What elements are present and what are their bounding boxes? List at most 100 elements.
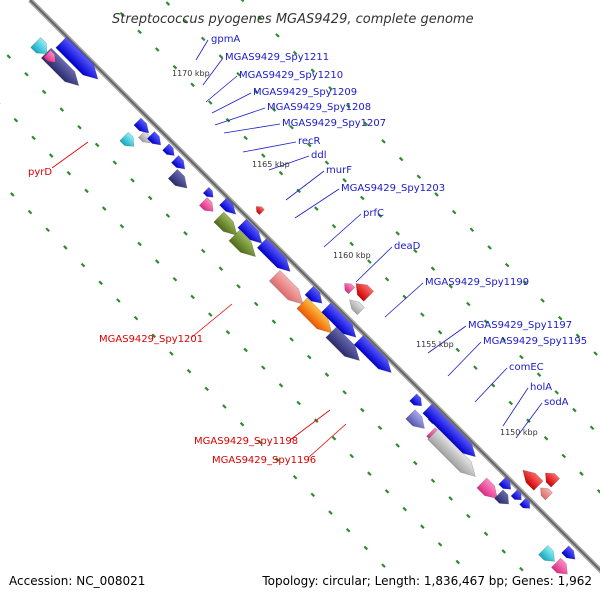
reverse-gene-arrow[interactable]	[541, 469, 561, 488]
tick-dot	[208, 312, 213, 317]
gene-label-spy1208[interactable]: MGAS9429_Spy1208	[267, 102, 371, 113]
forward-gene-arrow[interactable]	[476, 477, 502, 503]
tick-dot	[398, 156, 404, 162]
tick-dot	[420, 524, 425, 529]
tick-dot	[377, 425, 383, 431]
forward-gene-arrow[interactable]	[296, 297, 337, 338]
tick-dot	[596, 489, 600, 494]
reverse-gene-arrow[interactable]	[518, 466, 544, 491]
tick-dot	[24, 71, 29, 77]
tick-dot	[430, 266, 436, 271]
gene-label-spy1210[interactable]: MGAS9429_Spy1210	[239, 70, 343, 81]
reverse-gene-arrow[interactable]	[346, 296, 365, 316]
gene-label-spy1203[interactable]: MGAS9429_Spy1203	[341, 183, 445, 194]
gene-label-murF[interactable]: murF	[326, 165, 352, 176]
tick-dot	[508, 400, 514, 406]
forward-gene-arrow[interactable]	[498, 476, 515, 493]
tick-dot	[381, 139, 386, 144]
forward-gene-arrow[interactable]	[133, 117, 152, 136]
gene-label-spy1201[interactable]: MGAS9429_Spy1201	[99, 334, 203, 345]
gene-label-spy1195[interactable]: MGAS9429_Spy1195	[483, 336, 587, 347]
gene-label-spy1196[interactable]: MGAS9429_Spy1196	[212, 455, 316, 466]
tick-dot	[172, 64, 178, 70]
forward-gene-arrow[interactable]	[256, 238, 294, 276]
gene-label-spy1197[interactable]: MGAS9429_Spy1197	[468, 320, 572, 331]
gene-label-ddl[interactable]: ddl	[311, 150, 326, 161]
forward-gene-arrow[interactable]	[170, 155, 188, 173]
forward-gene-arrow[interactable]	[561, 545, 579, 563]
forward-gene-arrow[interactable]	[228, 229, 261, 262]
tick-dot	[589, 425, 595, 431]
tick-dot	[31, 135, 36, 141]
forward-gene-arrow[interactable]	[138, 130, 153, 146]
gene-label-spy1198[interactable]: MGAS9429_Spy1198	[194, 436, 298, 447]
forward-gene-arrow[interactable]	[162, 143, 178, 159]
forward-gene-arrow[interactable]	[405, 409, 429, 433]
label-leader-line	[223, 123, 281, 134]
gene-label-spy1211[interactable]: MGAS9429_Spy1211	[225, 52, 329, 63]
tick-dot	[6, 54, 12, 59]
forward-gene-arrow[interactable]	[202, 186, 216, 200]
forward-gene-arrow[interactable]	[146, 131, 164, 149]
gene-label-spy1207[interactable]: MGAS9429_Spy1207	[282, 118, 386, 129]
gene-label-pyrD[interactable]: pyrD	[28, 167, 52, 178]
forward-gene-arrow[interactable]	[427, 428, 481, 482]
genome-title: Streptococcus pyogenes MGAS9429, complet…	[112, 12, 474, 27]
forward-gene-arrow[interactable]	[55, 36, 103, 84]
genome-backbone	[28, 0, 600, 574]
label-leader-line	[191, 303, 233, 338]
gene-label-comEC[interactable]: comEC	[509, 362, 544, 373]
forward-gene-arrow[interactable]	[422, 403, 480, 461]
gene-label-recR[interactable]: recR	[298, 136, 321, 147]
forward-gene-arrow[interactable]	[321, 302, 361, 342]
forward-gene-arrow[interactable]	[213, 211, 242, 240]
tick-dot	[59, 107, 65, 112]
tick-dot	[543, 436, 549, 441]
tick-dot	[342, 390, 347, 395]
forward-gene-arrow[interactable]	[538, 545, 560, 566]
forward-gene-arrow[interactable]	[551, 557, 572, 579]
forward-gene-arrow[interactable]	[30, 37, 52, 58]
tick-dot	[473, 365, 478, 370]
forward-gene-arrow[interactable]	[268, 270, 308, 309]
tick-dot	[190, 82, 195, 88]
label-leader-line	[515, 402, 543, 439]
forward-gene-arrow[interactable]	[42, 49, 59, 66]
forward-gene-arrow[interactable]	[119, 131, 138, 150]
forward-gene-arrow[interactable]	[325, 326, 365, 366]
reverse-gene-arrow[interactable]	[537, 484, 553, 501]
gene-label-sodA[interactable]: sodA	[544, 397, 569, 408]
tick-dot	[306, 142, 312, 148]
forward-gene-arrow[interactable]	[519, 497, 533, 511]
gene-label-holA[interactable]: holA	[530, 382, 552, 393]
gene-label-spy1199[interactable]: MGAS9429_Spy1199	[425, 277, 529, 288]
tick-dot	[48, 153, 54, 158]
tick-dot	[501, 549, 506, 554]
forward-gene-arrow[interactable]	[409, 393, 426, 410]
tick-dot	[204, 386, 210, 392]
forward-gene-arrow[interactable]	[353, 335, 396, 377]
forward-gene-arrow[interactable]	[494, 489, 513, 508]
reverse-gene-arrow[interactable]	[254, 204, 265, 216]
gene-label-prfC[interactable]: prfC	[363, 208, 384, 219]
forward-gene-arrow[interactable]	[237, 218, 266, 247]
gene-label-spy1209[interactable]: MGAS9429_Spy1209	[253, 87, 357, 98]
tick-dot	[147, 195, 153, 201]
forward-gene-arrow[interactable]	[198, 197, 217, 216]
tick-dot	[395, 231, 400, 236]
forward-gene-arrow[interactable]	[510, 489, 524, 503]
forward-gene-arrow[interactable]	[219, 197, 240, 218]
forward-gene-arrow[interactable]	[167, 168, 191, 192]
gene-label-gpmA[interactable]: gpmA	[211, 34, 240, 45]
tick-dot	[466, 513, 471, 519]
label-leader-line	[307, 423, 347, 459]
reverse-gene-arrow[interactable]	[351, 279, 375, 302]
tick-dot	[253, 301, 259, 307]
reverse-gene-arrow[interactable]	[341, 280, 356, 295]
tick-dot	[367, 471, 372, 476]
gene-label-deaD[interactable]: deaD	[394, 241, 421, 252]
forward-gene-arrow[interactable]	[304, 285, 326, 307]
kbp-label: 1160 kbp	[333, 251, 371, 260]
tick-dot	[413, 460, 418, 466]
tick-dot	[342, 178, 347, 183]
